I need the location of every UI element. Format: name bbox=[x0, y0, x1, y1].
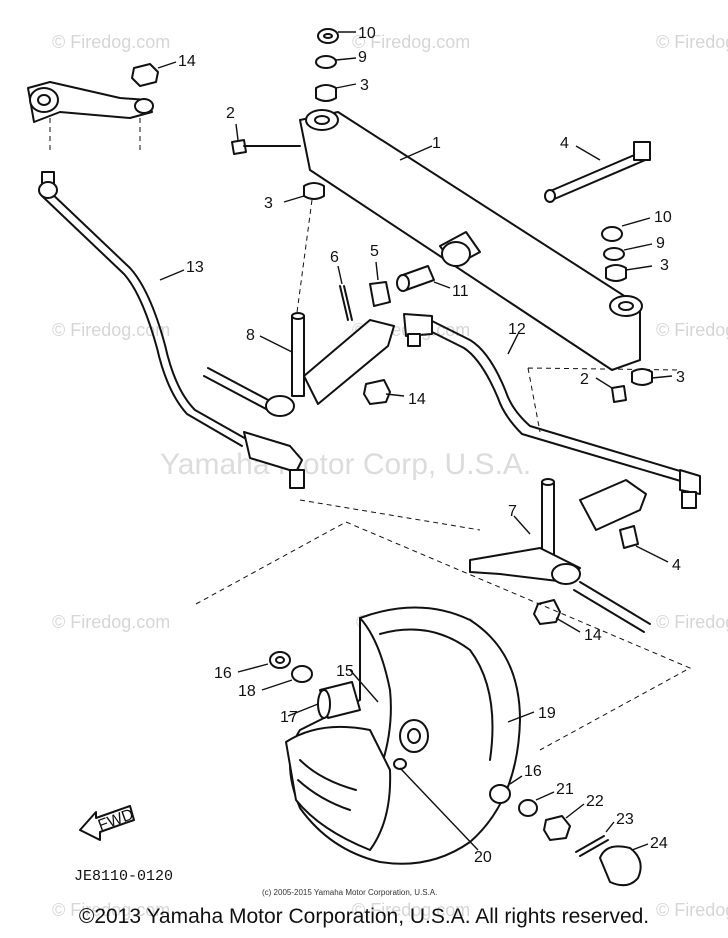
knuckle-arm-8 bbox=[203, 312, 395, 417]
callout-16-right: 16 bbox=[524, 763, 542, 780]
watermark-bottomcenter: © Firedog.com bbox=[352, 900, 470, 920]
callout-2-right: 2 bbox=[580, 371, 589, 388]
callout-8: 8 bbox=[246, 327, 255, 344]
watermark-midleft: © Firedog.com bbox=[52, 320, 170, 340]
bolt-2-right bbox=[595, 377, 627, 403]
tie-rod-13 bbox=[38, 171, 305, 489]
small-copyright: (c) 2005-2015 Yamaha Motor Corporation, … bbox=[262, 888, 437, 897]
bushing-11 bbox=[396, 265, 451, 292]
linkage-dashed bbox=[195, 499, 692, 751]
watermark-topcenter: © Firedog.com bbox=[352, 32, 470, 52]
spacer-15 bbox=[349, 669, 379, 703]
callout-19: 19 bbox=[538, 705, 556, 722]
valve-20 bbox=[399, 767, 479, 851]
bushing-18 bbox=[261, 665, 313, 691]
footer-copyright: ©2013 Yamaha Motor Corporation, U.S.A. A… bbox=[78, 905, 650, 928]
watermark-bottomleft: © Firedog.com bbox=[52, 900, 170, 920]
pitman-arm bbox=[27, 81, 154, 150]
callout-7: 7 bbox=[508, 503, 517, 520]
callout-17: 17 bbox=[280, 709, 298, 726]
sleeve-17 bbox=[287, 681, 361, 719]
callout-10-right: 10 bbox=[654, 209, 672, 226]
forward-arrow-icon: FWD bbox=[79, 805, 136, 841]
callout-24: 24 bbox=[650, 835, 668, 852]
bolt-4-top bbox=[544, 141, 651, 203]
watermark-lowright: © Firedog.com bbox=[656, 612, 728, 632]
callout-23: 23 bbox=[616, 811, 634, 828]
callout-4-right: 4 bbox=[672, 557, 681, 574]
callout-13: 13 bbox=[186, 259, 204, 276]
knuckle-arm-7 bbox=[469, 478, 651, 633]
bolt-4-right bbox=[619, 525, 669, 563]
nut-14-mid bbox=[363, 379, 405, 405]
callout-5: 5 bbox=[370, 243, 379, 260]
watermark-topright: © Firedog.com bbox=[656, 32, 728, 52]
bushing-3-left bbox=[283, 182, 325, 321]
callout-21: 21 bbox=[556, 781, 574, 798]
nut-14-bottom bbox=[533, 599, 581, 633]
washer-stack-top bbox=[315, 28, 357, 102]
callout-15: 15 bbox=[336, 663, 354, 680]
watermark-center: Yamaha Motor Corp, U.S.A. bbox=[160, 448, 531, 481]
hub-cap-24 bbox=[599, 843, 649, 887]
watermark-midright: © Firedog.com bbox=[656, 320, 728, 340]
bushing-3-right bbox=[631, 368, 673, 386]
callout-14-mid: 14 bbox=[408, 391, 426, 408]
watermark-topleft: © Firedog.com bbox=[52, 32, 170, 52]
nut-22 bbox=[543, 803, 585, 841]
front-wheel-19 bbox=[285, 606, 535, 865]
callout-1: 1 bbox=[432, 135, 441, 152]
callout-12: 12 bbox=[508, 321, 526, 338]
callout-3-lower: 3 bbox=[676, 369, 685, 386]
nut-14-top bbox=[131, 61, 177, 87]
watermark-bottomright: © Firedog.com bbox=[656, 900, 728, 920]
callout-16-left: 16 bbox=[214, 665, 232, 682]
washer-stack-right bbox=[601, 217, 653, 282]
fwd-label: FWD bbox=[96, 806, 136, 834]
callout-14-bottom: 14 bbox=[584, 627, 602, 644]
diagram-code: JE8110-0120 bbox=[74, 868, 173, 885]
washer-21 bbox=[518, 791, 555, 817]
watermark-lowleft: © Firedog.com bbox=[52, 612, 170, 632]
callout-20: 20 bbox=[474, 849, 492, 866]
callout-6: 6 bbox=[330, 249, 339, 266]
callout-3-right: 3 bbox=[660, 257, 669, 274]
bolt-2-top bbox=[231, 123, 301, 155]
seal-16-right bbox=[489, 775, 523, 804]
callout-22: 22 bbox=[586, 793, 604, 810]
callout-14-top: 14 bbox=[178, 53, 196, 70]
callout-labels: 10 9 3 14 2 1 4 3 10 9 3 13 6 5 11 8 12 … bbox=[178, 25, 685, 866]
cotter-pin-6 bbox=[337, 265, 353, 321]
callout-3-top: 3 bbox=[360, 77, 369, 94]
callout-4-top: 4 bbox=[560, 135, 569, 152]
callout-9-top: 9 bbox=[358, 49, 367, 66]
callout-3-left: 3 bbox=[264, 195, 273, 212]
tie-rod-12 bbox=[403, 313, 701, 509]
cotter-pin-23 bbox=[575, 821, 615, 857]
callout-11: 11 bbox=[452, 283, 469, 300]
collar-5 bbox=[369, 261, 391, 307]
callout-10-top: 10 bbox=[358, 25, 376, 42]
callout-18: 18 bbox=[238, 683, 256, 700]
watermark-group: © Firedog.com © Firedog.com © Firedog.co… bbox=[52, 32, 728, 920]
callout-9-right: 9 bbox=[656, 235, 665, 252]
front-axle-1 bbox=[299, 109, 643, 371]
seal-16-left bbox=[237, 651, 291, 673]
callout-2-top: 2 bbox=[226, 105, 235, 122]
